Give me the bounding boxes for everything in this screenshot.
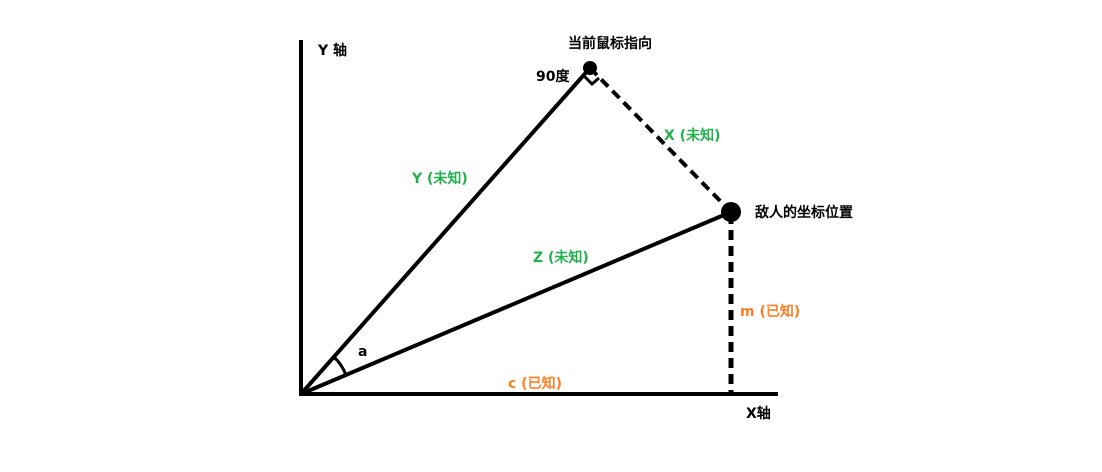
enemy-point-label: 敌人的坐标位置 xyxy=(755,204,853,221)
side-x-label: X (未知) xyxy=(664,127,720,144)
side-m-label: m (已知) xyxy=(740,303,800,320)
y-axis-label: Y 轴 xyxy=(317,42,347,59)
side-z-line xyxy=(300,210,732,396)
x-axis-label: X轴 xyxy=(746,405,771,422)
mouse-point-marker xyxy=(583,61,597,75)
mouse-point-label: 当前鼠标指向 xyxy=(568,35,652,52)
right-angle-label: 90度 xyxy=(536,68,570,85)
side-c-label: c (已知) xyxy=(508,375,562,392)
side-y-label: Y (未知) xyxy=(411,170,468,187)
side-x-dashed-line xyxy=(588,66,733,214)
angle-a-arc xyxy=(332,355,348,376)
angle-a-label: a xyxy=(358,344,367,360)
side-z-label: Z (未知) xyxy=(533,249,589,266)
enemy-point-marker xyxy=(721,202,741,222)
side-y-line xyxy=(299,66,592,396)
right-angle-marker xyxy=(582,74,600,87)
